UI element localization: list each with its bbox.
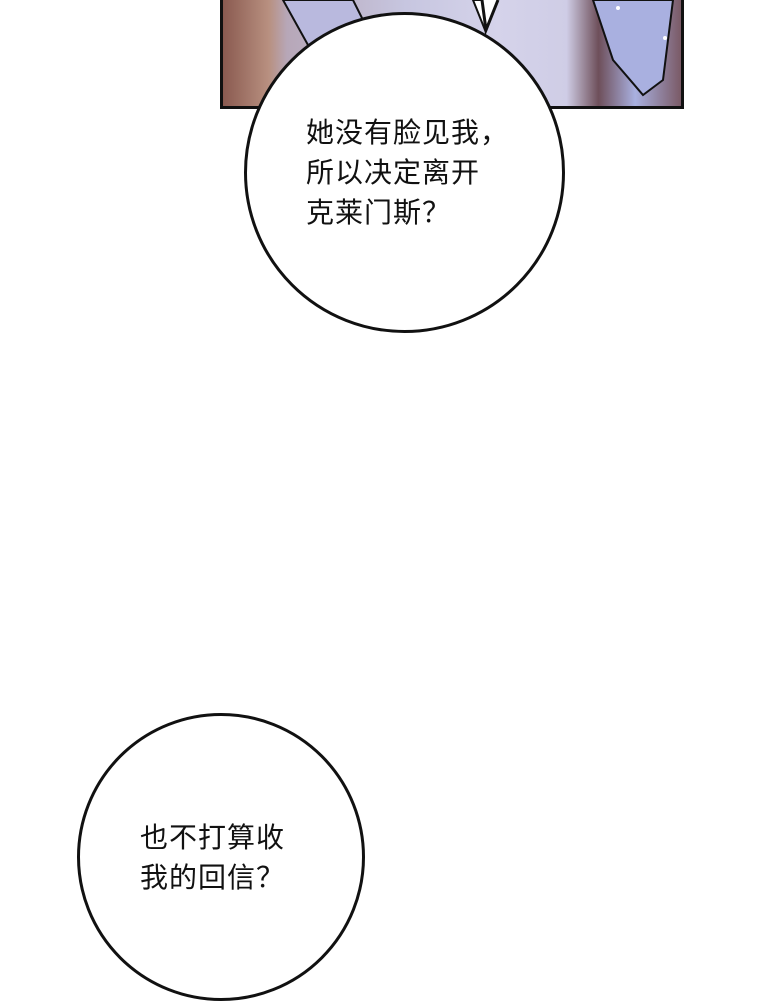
bubble-2-line: 我的回信？ bbox=[140, 861, 286, 894]
bubble-2-line: 也不打算收 bbox=[140, 821, 286, 854]
bubble-tail bbox=[480, 0, 500, 36]
bubble-1-line: 所以决定离开 bbox=[306, 156, 481, 189]
bubble-2-text: 也不打算收 我的回信？ bbox=[140, 818, 285, 898]
speech-bubble-2 bbox=[77, 713, 365, 1001]
bubble-1-text: 她没有脸见我， 所以决定离开 克莱门斯？ bbox=[306, 113, 509, 233]
bubble-1-line: 克莱门斯？ bbox=[306, 196, 452, 229]
speech-bubble-1 bbox=[244, 12, 565, 333]
bubble-1-line: 她没有脸见我， bbox=[306, 116, 510, 149]
